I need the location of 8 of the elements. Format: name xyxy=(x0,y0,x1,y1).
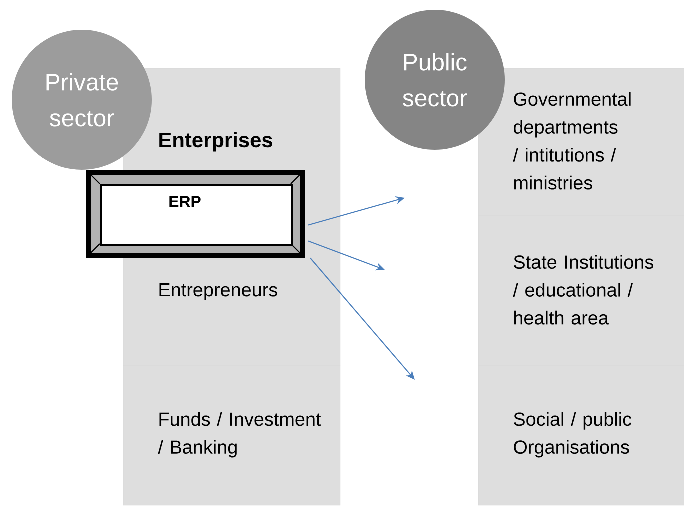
section-label: Governmental departments / intitutions / ministries xyxy=(513,92,631,190)
arrow xyxy=(310,258,415,380)
heading: Enterprises xyxy=(160,132,272,152)
section-label: Social / public Organisations xyxy=(514,412,632,458)
section-label: Funds / Investment / Banking xyxy=(158,412,322,458)
section-label: State Institutions / educational / health area xyxy=(513,255,654,325)
section-label: Entrepreneurs xyxy=(160,284,278,300)
system-box: ERP xyxy=(86,170,305,258)
